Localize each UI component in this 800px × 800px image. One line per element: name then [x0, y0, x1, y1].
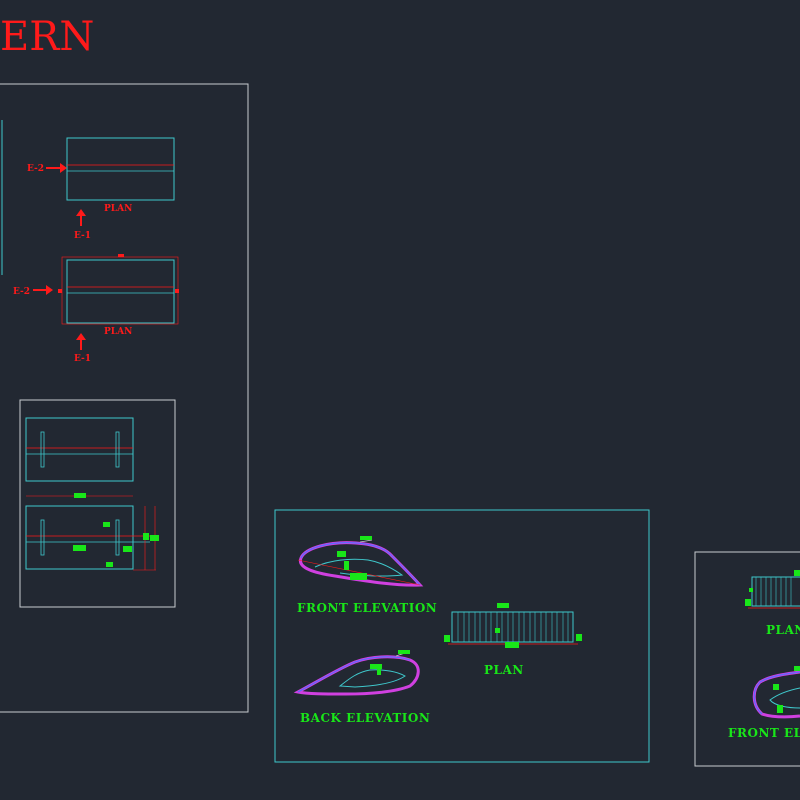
- left-sheet-frame: [0, 83, 249, 713]
- detail-panel-frame: [19, 399, 176, 608]
- detail-dim-text-b: [123, 546, 132, 552]
- detail-bottom-post-right: [115, 519, 120, 556]
- right-front-elevation-shell-blue: [753, 671, 800, 715]
- right-plan-dim-text-top: [794, 570, 800, 576]
- center-sheet-frame: [274, 509, 650, 763]
- center-plan-dim-text-left: [444, 635, 450, 642]
- plan-view-2[interactable]: E-2 E-1 PLAN: [13, 254, 179, 364]
- front-elevation-outer-shell-blue: [300, 542, 421, 586]
- front-elevation-dim: [297, 559, 421, 586]
- detail-top-post-left: [40, 431, 45, 468]
- right-front-elevation-label: FRONT ELE: [728, 726, 800, 740]
- detail-dim-text-a: [103, 522, 110, 527]
- right-plan-dim-text-left: [745, 599, 751, 606]
- plan-view-1-arrow-up-icon: [76, 209, 86, 226]
- plan-view-2-arrow-up-icon: [76, 333, 86, 350]
- back-elevation-outer-shell-blue: [297, 656, 411, 693]
- right-plan[interactable]: PLAN: [745, 570, 800, 637]
- front-elevation-dim-text-4: [350, 573, 367, 580]
- plan-view-1-label: PLAN: [104, 204, 132, 214]
- right-plan-slats: [755, 577, 792, 606]
- detail-bottom-outline: [25, 505, 134, 570]
- plan-view-2-dim-box: [61, 256, 179, 325]
- front-elevation-inner: [314, 558, 404, 577]
- center-plan-label: PLAN: [484, 663, 524, 677]
- right-front-elevation-dim-b: [777, 705, 783, 713]
- plan-view-2-outline: [66, 259, 175, 324]
- left-sheet[interactable]: E-2 E-1 PLAN E-2: [0, 83, 249, 713]
- plan-view-2-mark-bottom: E-1: [74, 354, 91, 364]
- front-elevation-label: FRONT ELEVATION: [297, 601, 437, 615]
- detail-bottom-post-left: [40, 519, 45, 556]
- back-elevation-inner: [338, 669, 406, 688]
- plan-view-2-arrow-left-icon: [33, 285, 53, 295]
- detail-dim-text-e: [150, 535, 159, 541]
- detail-panel[interactable]: [19, 399, 176, 608]
- detail-dim-text-c: [73, 545, 86, 551]
- back-elevation[interactable]: BACK ELEVATION: [293, 650, 430, 725]
- back-elevation-dim-text-1: [398, 650, 410, 654]
- center-plan-outline: [451, 611, 574, 643]
- back-elevation-dim-text-2: [370, 664, 382, 669]
- plan-view-2-tick-top: [118, 254, 124, 257]
- center-plan-dim-text-right: [576, 634, 582, 641]
- center-plan[interactable]: PLAN: [444, 603, 582, 677]
- right-plan-dim-text-small: [749, 588, 753, 592]
- right-plan-label: PLAN: [766, 623, 800, 637]
- plan-view-2-label: PLAN: [104, 327, 132, 337]
- detail-dim-text-f: [106, 562, 113, 567]
- plan-view-2-tick-right: [175, 289, 179, 293]
- detail-top-outline: [25, 417, 134, 482]
- right-front-elevation-dim-c: [794, 666, 800, 671]
- right-sheet[interactable]: PLAN FRONT ELE: [694, 551, 800, 767]
- plan-view-2-mark-left: E-2: [13, 287, 30, 297]
- plan-view-1-mark-left: E-2: [27, 164, 44, 174]
- front-elevation-dim-text-1: [360, 536, 372, 540]
- right-front-elevation-dim-a: [773, 684, 779, 690]
- back-elevation-outer-shell: [293, 655, 420, 696]
- detail-top-post-right: [115, 431, 120, 468]
- front-elevation-dim-text-2: [337, 551, 346, 557]
- front-elevation-dim-text-3: [344, 561, 349, 570]
- center-plan-dim-text-small: [495, 628, 500, 633]
- plan-view-1-mark-bottom: E-1: [74, 231, 91, 241]
- center-sheet[interactable]: FRONT ELEVATION BACK ELEVATION: [274, 509, 650, 763]
- back-elevation-label: BACK ELEVATION: [300, 711, 430, 725]
- plan-view-2-tick-left: [58, 289, 62, 293]
- detail-dim-text-top: [74, 493, 86, 498]
- center-plan-slats: [457, 612, 569, 642]
- detail-dim-text-d: [143, 533, 149, 540]
- right-front-elevation[interactable]: FRONT ELE: [728, 666, 800, 740]
- right-sheet-frame: [694, 551, 800, 767]
- center-plan-dim-text-top: [497, 603, 509, 608]
- plan-view-1[interactable]: E-2 E-1 PLAN: [27, 137, 175, 241]
- front-elevation[interactable]: FRONT ELEVATION: [297, 536, 437, 615]
- center-plan-dim-text-mid: [505, 642, 519, 648]
- plan-view-1-arrow-left-icon: [46, 163, 67, 173]
- drawing-title: ERN: [0, 14, 94, 60]
- front-elevation-leader: [359, 539, 373, 543]
- plan-view-1-outline: [66, 137, 175, 201]
- back-elevation-dim-text-3: [377, 669, 381, 675]
- right-front-elevation-inner: [769, 687, 800, 709]
